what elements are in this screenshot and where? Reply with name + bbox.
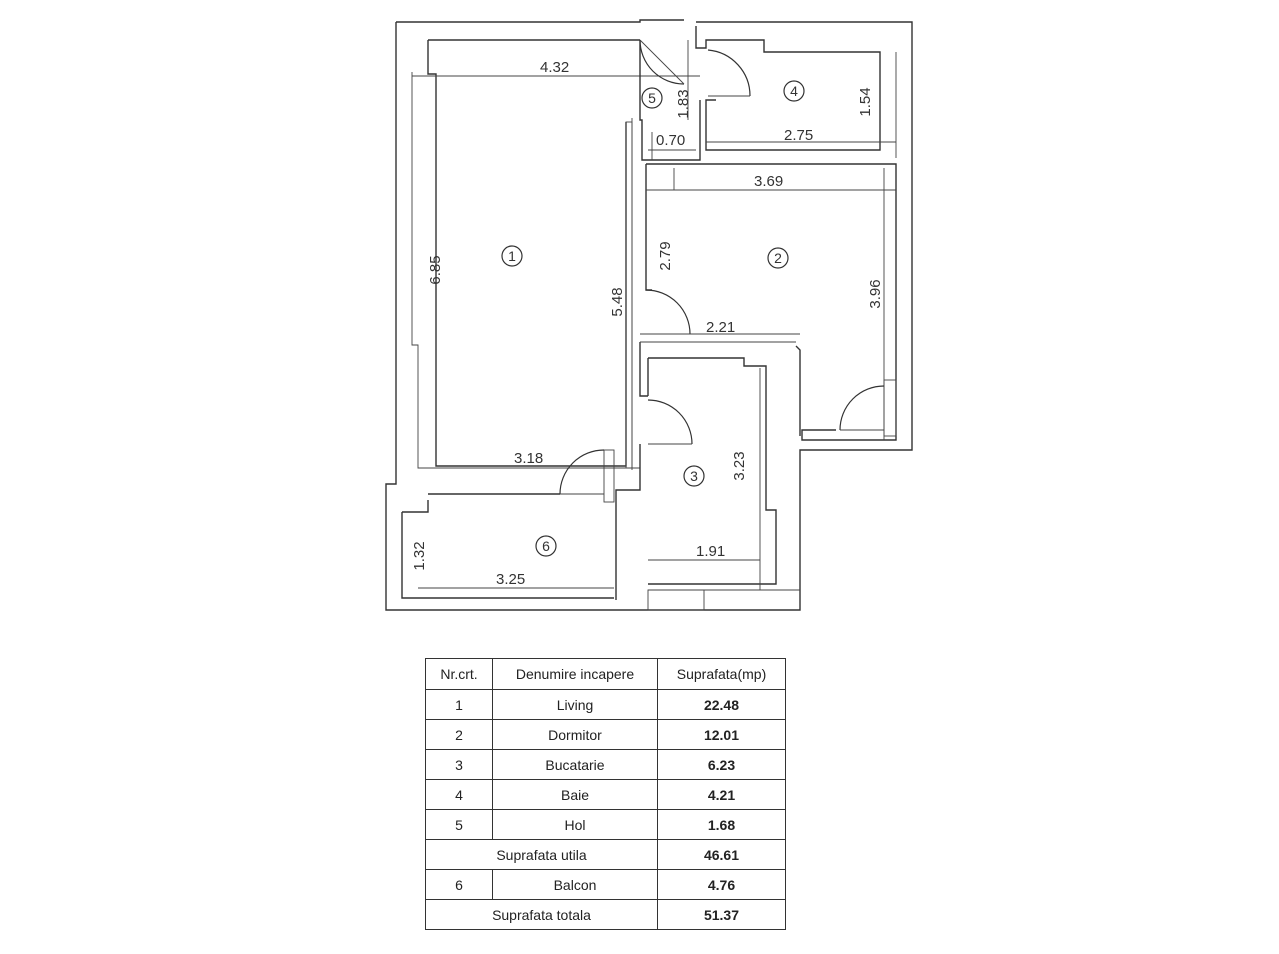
floor-plan: 4.32 6.85 5.48 3.18 1.83 0.70 2.75 1.54 … bbox=[385, 19, 913, 611]
table-row: 4 Baie 4.21 bbox=[425, 779, 786, 810]
dimension-labels: 4.32 6.85 5.48 3.18 1.83 0.70 2.75 1.54 … bbox=[411, 59, 884, 588]
dim-kitchen-width: 1.91 bbox=[696, 543, 725, 560]
dim-living-bottom: 3.18 bbox=[514, 450, 543, 467]
dim-bath-height: 1.54 bbox=[857, 87, 874, 116]
row-name: Bucatarie bbox=[492, 749, 658, 780]
room-bedroom bbox=[640, 163, 897, 441]
row-name: Hol bbox=[492, 809, 658, 840]
room-kitchen bbox=[615, 341, 801, 611]
row-area: 4.76 bbox=[657, 869, 786, 900]
useful-area-row: Suprafata utila 46.61 bbox=[425, 839, 786, 870]
total-area-label: Suprafata totala bbox=[425, 899, 658, 930]
header-nr: Nr.crt. bbox=[425, 658, 493, 690]
row-area: 1.68 bbox=[657, 809, 786, 840]
table-header-row: Nr.crt. Denumire incapere Suprafata(mp) bbox=[425, 658, 786, 690]
room-bath bbox=[695, 26, 897, 158]
useful-area-label: Suprafata utila bbox=[425, 839, 658, 870]
table-row: 1 Living 22.48 bbox=[425, 689, 786, 720]
marker-hall: 5 bbox=[648, 90, 656, 106]
total-area-row: Suprafata totala 51.37 bbox=[425, 899, 786, 930]
marker-balcony: 6 bbox=[542, 538, 550, 554]
row-nr: 2 bbox=[425, 719, 493, 750]
table-row: 3 Bucatarie 6.23 bbox=[425, 749, 786, 780]
room-living bbox=[412, 39, 700, 470]
dim-balcony-width: 3.25 bbox=[496, 571, 525, 588]
dim-hall-width: 0.70 bbox=[656, 132, 685, 149]
row-nr: 5 bbox=[425, 809, 493, 840]
room-hall bbox=[639, 39, 701, 161]
marker-kitchen: 3 bbox=[690, 468, 698, 484]
useful-area-value: 46.61 bbox=[657, 839, 786, 870]
dim-balcony-height: 1.32 bbox=[411, 541, 428, 570]
dim-living-width: 4.32 bbox=[540, 59, 569, 76]
row-name: Living bbox=[492, 689, 658, 720]
dim-bedroom-width: 3.69 bbox=[754, 173, 783, 190]
marker-bath: 4 bbox=[790, 83, 798, 99]
row-nr: 1 bbox=[425, 689, 493, 720]
marker-bedroom: 2 bbox=[774, 250, 782, 266]
row-name: Balcon bbox=[492, 869, 658, 900]
total-area-value: 51.37 bbox=[657, 899, 786, 930]
outer-walls bbox=[385, 19, 913, 611]
areas-table: Nr.crt. Denumire incapere Suprafata(mp) … bbox=[425, 658, 786, 930]
header-name: Denumire incapere bbox=[492, 658, 658, 690]
dim-bath-width: 2.75 bbox=[784, 127, 813, 144]
table-row: 6 Balcon 4.76 bbox=[425, 869, 786, 900]
row-nr: 3 bbox=[425, 749, 493, 780]
row-name: Dormitor bbox=[492, 719, 658, 750]
row-area: 6.23 bbox=[657, 749, 786, 780]
row-area: 4.21 bbox=[657, 779, 786, 810]
dim-bedroom-side: 2.79 bbox=[657, 241, 674, 270]
row-name: Baie bbox=[492, 779, 658, 810]
dim-bedroom-length: 3.96 bbox=[867, 279, 884, 308]
table-row: 5 Hol 1.68 bbox=[425, 809, 786, 840]
dim-bedroom-bottom: 2.21 bbox=[706, 319, 735, 336]
room-markers: 1 2 3 4 5 6 bbox=[501, 80, 805, 557]
dim-hall-height: 1.83 bbox=[675, 89, 692, 118]
table-row: 2 Dormitor 12.01 bbox=[425, 719, 786, 750]
marker-living: 1 bbox=[508, 248, 516, 264]
row-area: 22.48 bbox=[657, 689, 786, 720]
row-area: 12.01 bbox=[657, 719, 786, 750]
dim-kitchen-length: 3.23 bbox=[731, 451, 748, 480]
room-balcony bbox=[401, 449, 615, 599]
row-nr: 4 bbox=[425, 779, 493, 810]
header-area: Suprafata(mp) bbox=[657, 658, 786, 690]
row-nr: 6 bbox=[425, 869, 493, 900]
dim-living-length: 6.85 bbox=[427, 255, 444, 284]
dim-living-wall: 5.48 bbox=[609, 287, 626, 316]
